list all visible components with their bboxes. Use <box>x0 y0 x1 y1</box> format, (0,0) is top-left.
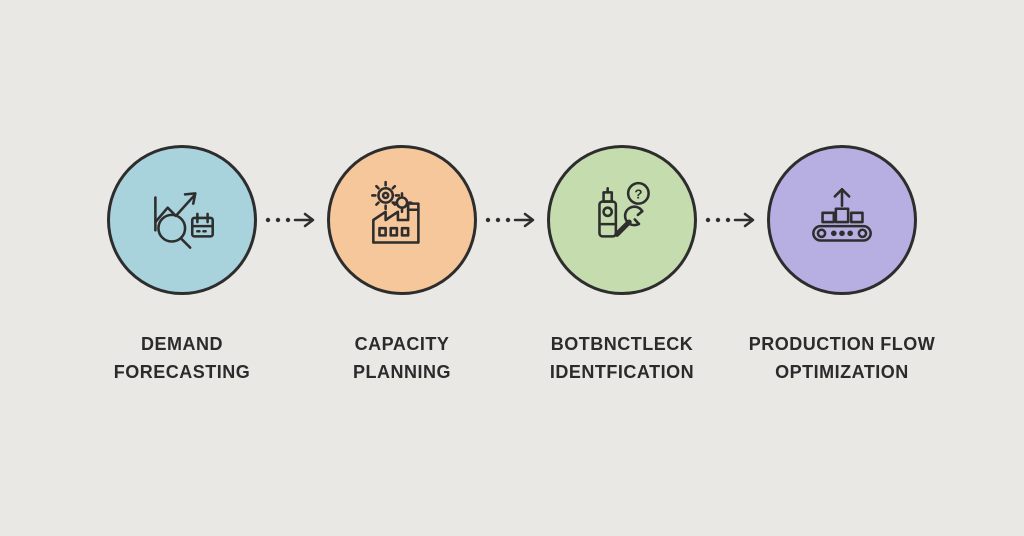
step-label: BOTBNCTLECK IDENTFICATION <box>550 331 694 387</box>
dotted-arrow-icon <box>263 212 321 228</box>
step-circle: ? <box>547 145 697 295</box>
machine-wrench-question-icon: ? <box>579 177 665 263</box>
step-production-flow-optimization: PRODUCTION FLOW OPTIMIZATION <box>735 145 949 387</box>
factory-gears-icon <box>359 177 445 263</box>
step-bottleneck-identification: ? BOTBNCTLECK IDENTFICATION <box>515 145 729 387</box>
process-flow-diagram: DEMAND FORECASTING <box>75 145 949 387</box>
step-label: DEMAND FORECASTING <box>114 331 251 387</box>
step-circle <box>767 145 917 295</box>
conveyor-arrow-icon <box>799 177 885 263</box>
step-label-line2: IDENTFICATION <box>549 361 695 382</box>
step-capacity-planning: CAPACITY PLANNING <box>295 145 509 387</box>
step-label: CAPACITY PLANNING <box>353 331 451 387</box>
dotted-arrow-icon <box>483 212 541 228</box>
step-label-line1: CAPACITY <box>354 334 450 354</box>
step-label-line1: BOTBNCTLECK <box>550 334 694 354</box>
step-label: PRODUCTION FLOW OPTIMIZATION <box>749 331 935 387</box>
step-label-line1: PRODUCTION FLOW <box>748 334 936 354</box>
step-label-line2: FORECASTING <box>113 361 251 382</box>
step-demand-forecasting: DEMAND FORECASTING <box>75 145 289 387</box>
dotted-arrow-icon <box>703 212 761 228</box>
step-circle <box>327 145 477 295</box>
step-label-line2: PLANNING <box>353 361 451 382</box>
svg-text:?: ? <box>634 187 642 202</box>
step-circle <box>107 145 257 295</box>
step-label-line1: DEMAND <box>140 334 223 354</box>
step-label-line2: OPTIMIZATION <box>775 361 909 382</box>
chart-magnifier-calendar-icon <box>139 177 225 263</box>
